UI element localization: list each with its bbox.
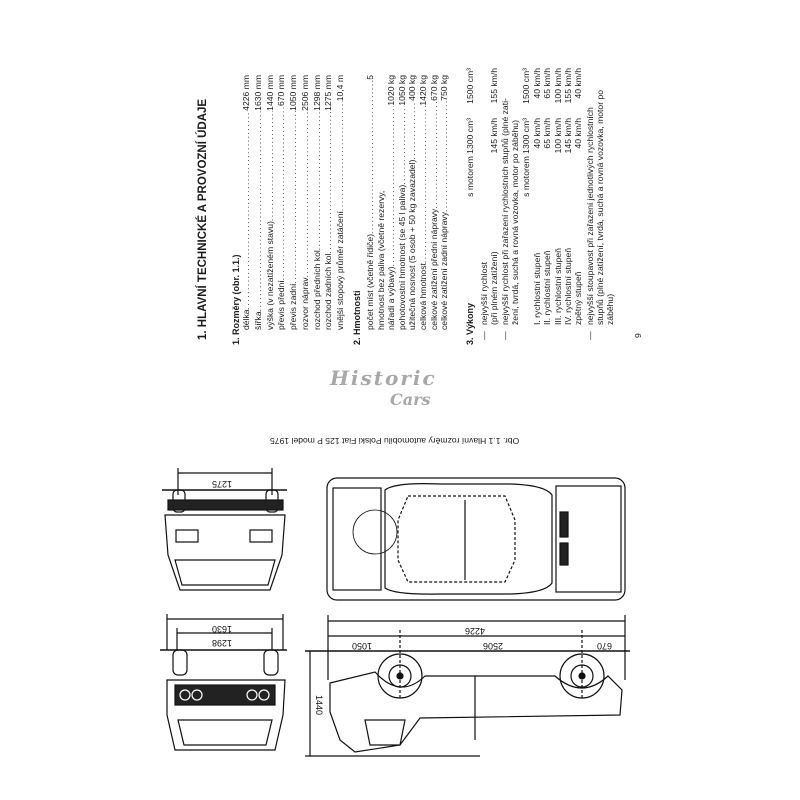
dim-rear-overhang: 1050	[352, 641, 372, 651]
top-view-drawing	[326, 477, 626, 601]
rear-view-drawing	[162, 468, 287, 591]
watermark-line-2: Cars	[390, 390, 431, 409]
dim-front-overhang: 670	[597, 641, 612, 651]
dim-length: 4226	[465, 626, 485, 636]
front-view-drawing	[160, 614, 287, 751]
dim-width: 1630	[212, 624, 232, 634]
dim-height: 1440	[314, 695, 324, 715]
dimension-labels: 1275 1630 1298 4226 2506 1050 670 1440	[212, 479, 612, 715]
dim-rear-track: 1275	[212, 479, 232, 489]
watermark-line-1: Historic	[330, 366, 437, 390]
dim-wheelbase: 2506	[483, 641, 503, 651]
historic-cars-watermark: Historic Cars	[330, 366, 480, 410]
dim-front-track: 1298	[212, 638, 232, 648]
side-view-drawing	[305, 615, 630, 757]
